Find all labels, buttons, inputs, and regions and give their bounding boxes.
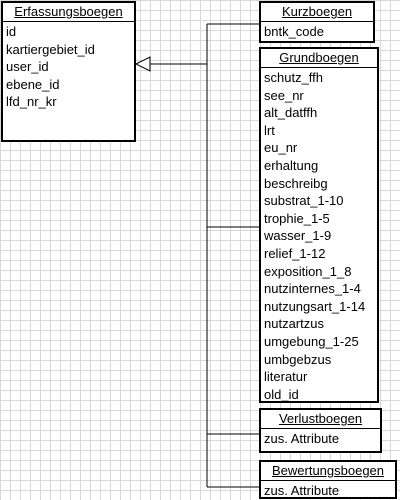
attribute: zus. Attribute xyxy=(264,431,340,446)
attribute-list: zus. Attribute xyxy=(261,429,380,448)
attribute: umbgebzus xyxy=(264,351,332,367)
inheritance-arrow-icon xyxy=(134,56,151,72)
entity-title: Grundboegen xyxy=(261,49,377,68)
entity-title: Verlustboegen xyxy=(261,410,380,429)
entity-erfassungsboegen[interactable]: Erfassungsboegen id kartiergebiet_id use… xyxy=(1,1,136,142)
attribute: zus. Attribute xyxy=(264,483,340,498)
attribute: schutz_ffh xyxy=(264,70,324,85)
attribute: erhaltung xyxy=(264,157,319,173)
attribute: alt_datffh xyxy=(264,105,318,121)
entity-title: Kurzboegen xyxy=(261,3,373,22)
attribute: lrt xyxy=(264,122,275,138)
entity-title: Bewertungsboegen xyxy=(261,462,395,481)
attribute: nutzungsart_1-14 xyxy=(264,298,366,314)
entity-bewertungsboegen[interactable]: Bewertungsboegen zus. Attribute xyxy=(259,460,397,499)
attribute: lfd_nr_kr xyxy=(6,94,57,110)
attribute: exposition_1_8 xyxy=(264,263,352,279)
attribute: trophie_1-5 xyxy=(264,210,330,226)
attribute: nutzartzus xyxy=(264,316,324,332)
attribute: nutzinternes_1-4 xyxy=(264,281,361,297)
attribute: user_id xyxy=(6,59,49,75)
attribute-list: schutz_ffh see_nr alt_datffh lrt eu_nr e… xyxy=(261,68,377,403)
attribute: substrat_1-10 xyxy=(264,193,344,209)
entity-kurzboegen[interactable]: Kurzboegen bntk_code xyxy=(259,1,375,43)
entity-title: Erfassungsboegen xyxy=(3,3,134,22)
attribute: bntk_code xyxy=(264,24,324,39)
attribute: beschreibg xyxy=(264,175,328,191)
entity-grundboegen[interactable]: Grundboegen schutz_ffh see_nr alt_datffh… xyxy=(259,47,379,403)
attribute: ebene_id xyxy=(6,76,60,92)
attribute: umgebung_1-25 xyxy=(264,333,359,349)
attribute: kartiergebiet_id xyxy=(6,41,95,57)
attribute: see_nr xyxy=(264,87,304,103)
attribute: wasser_1-9 xyxy=(264,228,332,244)
attribute-list: id kartiergebiet_id user_id ebene_id lfd… xyxy=(3,22,134,111)
attribute: literatur xyxy=(264,369,308,385)
attribute: eu_nr xyxy=(264,140,298,156)
attribute: id xyxy=(6,24,17,39)
entity-verlustboegen[interactable]: Verlustboegen zus. Attribute xyxy=(259,408,382,453)
attribute-list: bntk_code xyxy=(261,22,373,41)
attribute: old_id xyxy=(264,386,299,402)
attribute: relief_1-12 xyxy=(264,245,326,261)
attribute-list: zus. Attribute xyxy=(261,481,395,500)
